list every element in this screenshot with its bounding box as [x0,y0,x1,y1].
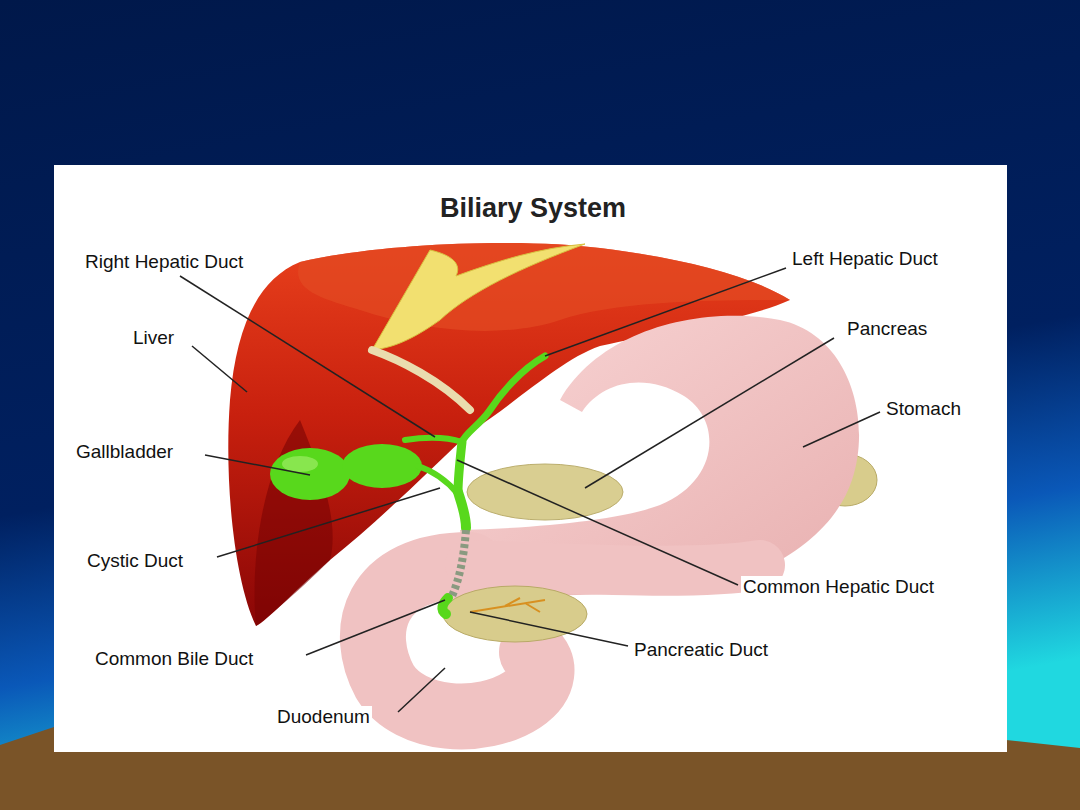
leader-line [457,460,738,585]
leader-line [217,488,440,557]
hidden-bile-duct [452,530,466,596]
pancreas-body [467,464,623,520]
part-label: Left Hepatic Duct [790,248,940,270]
common-bile-duct [458,492,466,528]
diagram-title: Biliary System [440,192,626,224]
ligament [372,244,585,350]
leader-line [803,412,880,447]
leader-line [205,455,310,475]
pancreatic-duct [470,598,545,612]
common-hepatic-duct [458,442,462,492]
part-label: Cystic Duct [85,550,185,572]
part-label: Pancreas [845,318,929,340]
part-label: Common Hepatic Duct [741,576,936,598]
part-label: Pancreatic Duct [632,639,770,661]
leader-line [398,668,445,712]
left-hepatic-duct [462,356,545,442]
cystic-duct [418,466,458,494]
part-label: Gallbladder [74,441,175,463]
part-label: Stomach [884,398,963,420]
gallbladder-highlight [282,456,318,472]
part-label: Liver [131,327,176,349]
leader-line [585,338,834,488]
part-label: Duodenum [275,706,372,728]
leader-line [180,276,435,437]
white-panel [54,165,1007,752]
gallbladder [270,448,350,500]
leader-line [545,268,786,356]
right-hepatic-duct [405,438,462,442]
gallbladder-neck [342,444,422,488]
leader-line [470,612,628,646]
leader-line [192,346,247,392]
leader-line [306,600,445,655]
stomach-pylorus [470,565,760,571]
bile-ducts [405,356,545,614]
pancreas-head [443,586,587,642]
part-label: Right Hepatic Duct [83,251,245,273]
leader-lines [180,268,880,712]
part-label: Common Bile Duct [93,648,255,670]
stomach [460,316,859,598]
ligament-cord [372,350,470,410]
liver [228,243,790,626]
